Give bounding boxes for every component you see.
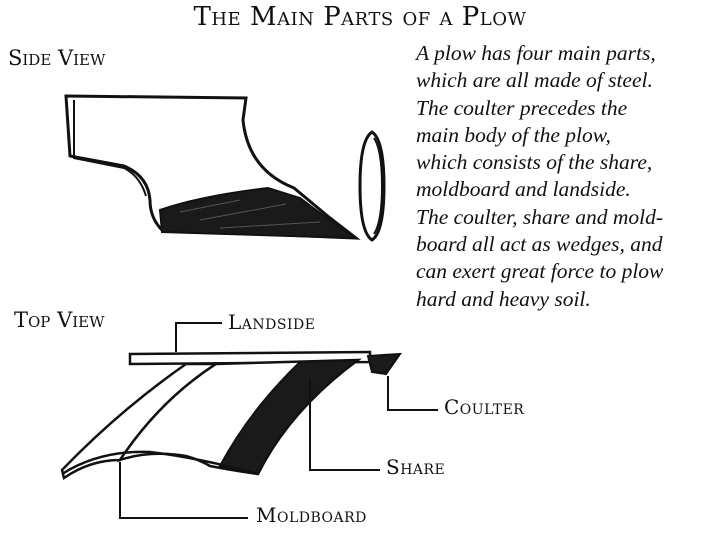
description-line: The coulter precedes the xyxy=(416,95,628,120)
moldboard-leader xyxy=(119,462,248,519)
plow-description: A plow has four main parts, which are al… xyxy=(416,40,720,313)
top-view-coulter xyxy=(366,352,403,376)
coulter-label: Coulter xyxy=(444,395,525,419)
side-view-share-texture xyxy=(179,199,321,229)
side-view-share xyxy=(158,186,360,240)
description-line: can exert great force to plow xyxy=(416,259,664,284)
coulter-leader xyxy=(387,376,438,411)
diagram-title: The Main Parts of a Plow xyxy=(193,2,527,32)
side-view-plow xyxy=(64,94,361,240)
top-view-plow xyxy=(60,350,403,481)
description-line: A plow has four main parts, xyxy=(416,41,656,65)
description-line: hard and heavy soil. xyxy=(416,286,591,311)
leader-lines xyxy=(119,322,438,519)
landside-leader xyxy=(175,322,222,352)
top-view-label: Top View xyxy=(14,308,105,332)
description-line: moldboard and landside. xyxy=(416,177,631,202)
description-line: which consists of the share, xyxy=(416,150,653,175)
description-line: which are all made of steel. xyxy=(416,68,653,93)
top-view-share-edge xyxy=(61,450,259,476)
description-line: The coulter, share and mold- xyxy=(416,204,664,229)
side-view-inner-edge xyxy=(73,100,147,197)
moldboard-label: Moldboard xyxy=(256,503,367,527)
description-line: main body of the plow, xyxy=(416,122,611,147)
side-view-coulter xyxy=(358,130,386,242)
description-line: board all act as wedges, and xyxy=(416,232,663,257)
landside-label: Landside xyxy=(228,310,316,334)
share-label: Share xyxy=(386,455,446,479)
side-view-label: Side View xyxy=(8,46,106,70)
share-leader xyxy=(309,378,380,471)
